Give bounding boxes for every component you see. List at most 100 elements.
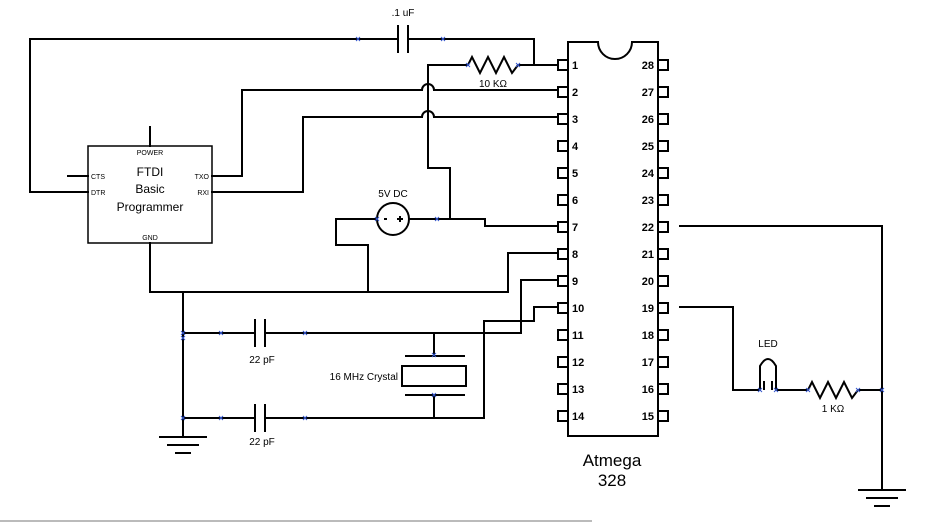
chip-pin-label-16: 16 bbox=[642, 384, 654, 396]
chip-pin-21 bbox=[657, 248, 669, 260]
chip-pin-label-1: 1 bbox=[572, 60, 578, 72]
chip-pin-label-19: 19 bbox=[642, 303, 654, 315]
junction-marker bbox=[431, 352, 437, 358]
junction-marker bbox=[434, 216, 440, 222]
junction-markers bbox=[180, 36, 885, 421]
chip-pin-2 bbox=[557, 86, 569, 98]
chip-pin-label-7: 7 bbox=[572, 222, 578, 234]
chip-pin-label-27: 27 bbox=[642, 87, 654, 99]
chip-pin-3 bbox=[557, 113, 569, 125]
crystal-label: 16 MHz Crystal bbox=[330, 372, 398, 383]
power-source: 5V DC bbox=[376, 189, 410, 236]
capacitor-top: .1 uF bbox=[392, 8, 415, 53]
chip-pin-label-26: 26 bbox=[642, 114, 654, 126]
chip-pin-15 bbox=[657, 410, 669, 422]
chip-pin-label-9: 9 bbox=[572, 276, 578, 288]
chip-pin-23 bbox=[657, 194, 669, 206]
chip-pin-11 bbox=[557, 329, 569, 341]
chip-pin-18 bbox=[657, 329, 669, 341]
resistor-top: 10 KΩ bbox=[467, 54, 519, 90]
chip-name-line1: Atmega bbox=[583, 451, 642, 470]
chip-pin-label-13: 13 bbox=[572, 384, 584, 396]
resistor-top-label: 10 KΩ bbox=[479, 79, 508, 90]
chip-pin-1 bbox=[557, 59, 569, 71]
chip-pin-6 bbox=[557, 194, 569, 206]
chip-pin-label-6: 6 bbox=[572, 195, 578, 207]
ftdi-pin-cts: CTS bbox=[91, 174, 105, 181]
chip-pin-10 bbox=[557, 302, 569, 314]
junction-marker bbox=[218, 330, 224, 336]
junction-marker bbox=[355, 36, 361, 42]
chip-pin-label-11: 11 bbox=[572, 330, 584, 342]
ftdi-pin-rxi: RXI bbox=[197, 190, 209, 197]
chip-pin-13 bbox=[557, 383, 569, 395]
junction-marker bbox=[180, 335, 186, 341]
junction-marker bbox=[805, 387, 811, 393]
junction-marker bbox=[431, 392, 437, 398]
ftdi-pin-txo: TXO bbox=[195, 174, 210, 181]
chip-pin-label-17: 17 bbox=[642, 357, 654, 369]
chip-pin-14 bbox=[557, 410, 569, 422]
chip-pin-label-24: 24 bbox=[642, 168, 655, 180]
chip-pin-label-5: 5 bbox=[572, 168, 578, 180]
junction-marker bbox=[757, 387, 763, 393]
chip-pin-label-22: 22 bbox=[642, 222, 654, 234]
capacitor-22pf-upper: 22 pF bbox=[249, 319, 275, 366]
ftdi-programmer: FTDI Basic Programmer POWER CTS DTR TXO … bbox=[29, 126, 304, 293]
chip-pin-20 bbox=[657, 275, 669, 287]
chip-pin-4 bbox=[557, 140, 569, 152]
chip-pin-label-20: 20 bbox=[642, 276, 654, 288]
capacitor-22pf-lower-label: 22 pF bbox=[249, 437, 275, 448]
junction-marker bbox=[879, 387, 885, 393]
chip-pin-label-21: 21 bbox=[642, 249, 654, 261]
resistor-led: 1 KΩ bbox=[807, 379, 859, 415]
junction-marker bbox=[302, 330, 308, 336]
chip-pin-7 bbox=[557, 221, 569, 233]
junction-marker bbox=[465, 62, 471, 68]
chip-pin-label-8: 8 bbox=[572, 249, 578, 261]
chip-right-pins: 28 27 26 25 24 23 22 21 20 19 18 17 16 15 bbox=[642, 59, 669, 423]
chip-pin-label-28: 28 bbox=[642, 60, 654, 72]
led: LED bbox=[758, 339, 778, 390]
wires bbox=[29, 38, 883, 491]
resistor-led-label: 1 KΩ bbox=[822, 404, 845, 415]
chip-pin-19 bbox=[657, 302, 669, 314]
ground-symbol-left bbox=[159, 436, 207, 454]
chip-pin-8 bbox=[557, 248, 569, 260]
junction-marker bbox=[440, 36, 446, 42]
chip-pin-24 bbox=[657, 167, 669, 179]
junction-marker bbox=[855, 387, 861, 393]
junction-marker bbox=[374, 216, 380, 222]
chip-pin-label-10: 10 bbox=[572, 303, 584, 315]
junction-marker bbox=[180, 415, 186, 421]
chip-pin-27 bbox=[657, 86, 669, 98]
led-label: LED bbox=[758, 339, 777, 350]
junction-marker bbox=[773, 387, 779, 393]
junction-marker bbox=[515, 62, 521, 68]
capacitor-top-label: .1 uF bbox=[392, 8, 415, 19]
ftdi-pin-dtr: DTR bbox=[91, 190, 105, 197]
chip-pin-label-15: 15 bbox=[642, 411, 654, 423]
chip-pin-22 bbox=[657, 221, 669, 233]
capacitor-22pf-lower: 22 pF bbox=[249, 404, 275, 448]
chip-pin-label-23: 23 bbox=[642, 195, 654, 207]
chip-pin-17 bbox=[657, 356, 669, 368]
chip-pin-5 bbox=[557, 167, 569, 179]
chip-pin-label-18: 18 bbox=[642, 330, 654, 342]
chip-pin-28 bbox=[657, 59, 669, 71]
ground-symbol-right bbox=[858, 489, 906, 507]
chip-pin-label-25: 25 bbox=[642, 141, 654, 153]
chip-pin-label-2: 2 bbox=[572, 87, 578, 99]
chip-pin-label-4: 4 bbox=[572, 141, 579, 153]
chip-pin-label-12: 12 bbox=[572, 357, 584, 369]
ftdi-title-line3: Programmer bbox=[117, 200, 184, 214]
chip-pin-26 bbox=[657, 113, 669, 125]
junction-marker bbox=[302, 415, 308, 421]
chip-pin-9 bbox=[557, 275, 569, 287]
junction-marker bbox=[180, 330, 186, 336]
ftdi-pin-power: POWER bbox=[137, 150, 163, 157]
crystal: 16 MHz Crystal bbox=[330, 355, 467, 396]
